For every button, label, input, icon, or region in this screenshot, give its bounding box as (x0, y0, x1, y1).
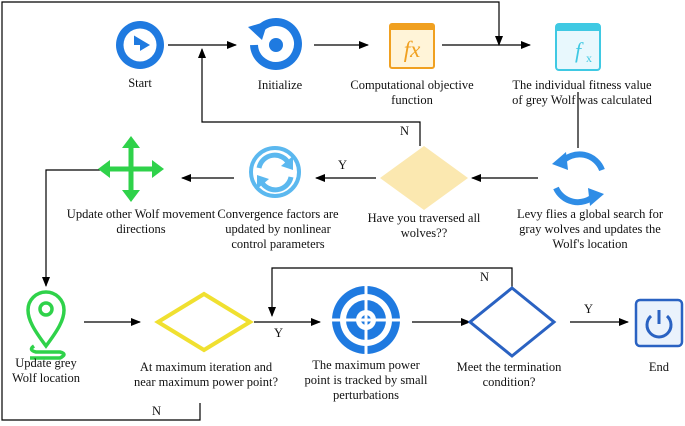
edge-label-max-no: N (152, 404, 162, 418)
label-update-grey: Update grey Wolf location (6, 356, 86, 386)
label-end: End (648, 360, 670, 374)
edge-traversed-no (198, 48, 421, 146)
label-convergence-line1: Convergence factors are (217, 207, 339, 221)
label-perturb-line1: The maximum power (312, 358, 420, 372)
svg-text:x: x (586, 51, 592, 65)
cycle-icon (552, 151, 605, 206)
label-termination-line1: Meet the termination (456, 360, 562, 374)
label-objective-line2: function (391, 93, 433, 107)
move-arrows-icon (98, 136, 164, 202)
label-levy-line1: Levy flies a global search for (516, 207, 664, 221)
svg-text:f: f (575, 38, 584, 63)
power-icon (634, 298, 684, 348)
label-perturb-line3: perturbations (333, 388, 399, 402)
label-initialize: Initialize (257, 78, 303, 92)
label-perturb-line2: point is tracked by small (304, 373, 428, 387)
refresh-icon (248, 18, 302, 70)
edge-label-max-yes: Y (274, 326, 284, 340)
label-levy-line3: Wolf's location (552, 237, 628, 251)
label-max-iteration: At maximum iteration and near maximum po… (126, 360, 286, 390)
label-traversed: Have you traversed all wolves?? (354, 211, 494, 241)
label-fitness-line1: The individual fitness value (512, 78, 652, 92)
decision-traversed (380, 146, 468, 210)
fx-function-icon: fx (389, 23, 435, 69)
svg-text:fx: fx (404, 37, 421, 62)
label-perturb: The maximum power point is tracked by sm… (296, 358, 436, 403)
sync-icon (249, 146, 301, 198)
edge-termination-no (268, 267, 513, 317)
label-termination-line2: condition? (482, 375, 536, 389)
label-traversed-line1: Have you traversed all (367, 211, 481, 225)
label-max-iteration-line2: near maximum power point? (133, 375, 279, 389)
label-levy-line2: gray wolves and updates the (519, 222, 661, 236)
edge-label-termination-no: N (480, 270, 490, 284)
label-fitness-line2: of grey Wolf was calculated (512, 93, 652, 107)
fx-calculator-icon: f x (555, 23, 601, 71)
edge-label-traversed-no: N (400, 124, 410, 138)
label-objective: Computational objective function (332, 78, 492, 108)
label-update-other-line2: directions (116, 222, 166, 236)
location-pin-icon (26, 290, 66, 360)
edge-loop-outer (1, 1, 503, 421)
label-levy: Levy flies a global search for gray wolv… (500, 207, 680, 252)
label-start: Start (128, 76, 152, 90)
label-termination: Meet the termination condition? (444, 360, 574, 390)
edge-label-traversed-yes: Y (338, 158, 348, 172)
decision-termination (467, 286, 557, 358)
label-convergence-line2: updated by nonlinear (225, 222, 331, 236)
label-max-iteration-line1: At maximum iteration and (139, 360, 273, 374)
label-objective-line1: Computational objective (350, 78, 474, 92)
label-fitness: The individual fitness value of grey Wol… (492, 78, 672, 108)
label-convergence-line3: control parameters (231, 237, 325, 251)
label-update-grey-line1: Update grey (15, 356, 77, 370)
label-update-grey-line2: Wolf location (11, 371, 81, 385)
connectors (1, 1, 629, 421)
decision-max-iteration (154, 291, 254, 353)
target-icon (330, 284, 402, 356)
label-update-other: Update other Wolf movement directions (56, 207, 226, 237)
edge-label-termination-yes: Y (584, 302, 594, 316)
edge-updateother-updategrey (42, 169, 100, 287)
label-traversed-line2: wolves?? (400, 226, 448, 240)
label-convergence: Convergence factors are updated by nonli… (208, 207, 348, 252)
label-update-other-line1: Update other Wolf movement (66, 207, 216, 221)
play-icon (116, 21, 164, 69)
